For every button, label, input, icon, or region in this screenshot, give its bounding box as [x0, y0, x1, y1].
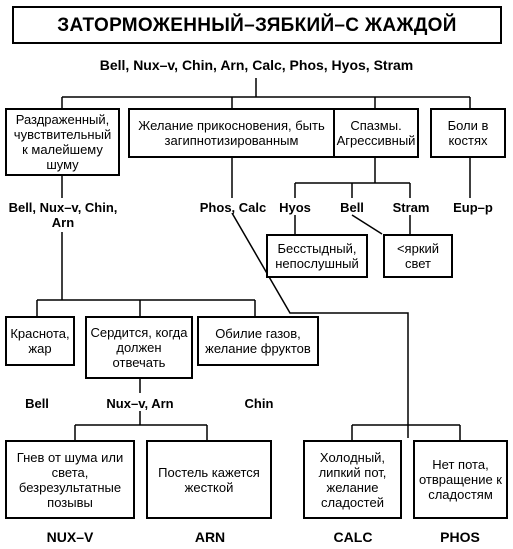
box-no-sweat: Нет пота, отвращение к сладостям [413, 440, 508, 519]
title-box: ЗАТОРМОЖЕННЫЙ–ЗЯБКИЙ–С ЖАЖДОЙ [12, 6, 502, 44]
label-eup-p: Eup–p [453, 200, 493, 215]
box-angry-answer: Сердится, когда должен отвечать [85, 316, 193, 379]
box-bright-light: <яркий свет [383, 234, 453, 278]
label-phos-final: PHOS [440, 529, 480, 545]
box-bed-hard: Постель кажется жесткой [146, 440, 272, 519]
box-cold-sweat: Холодный, липкий пот, желание сладостей [303, 440, 402, 519]
label-arn-final: ARN [194, 529, 226, 545]
box-shameless: Бесстыдный, непослушный [266, 234, 368, 278]
label-bell-spasm: Bell [340, 200, 364, 215]
box-gas-fruit: Обилие газов, желание фруктов [197, 316, 319, 366]
box-desire-touch: Желание прикосновения, быть загипнотизир… [128, 108, 335, 158]
label-bell-nux-chin-arn: Bell, Nux–v, Chin, Arn [8, 200, 118, 230]
box-anger-noise: Гнев от шума или света, безрезультатные … [5, 440, 135, 519]
label-nux-arn: Nux–v, Arn [106, 396, 174, 411]
box-spasms: Спазмы. Агрессивный [333, 108, 419, 158]
box-irritable-noise: Раздраженный, чувствительный к малейшему… [5, 108, 120, 176]
box-bone-pain: Боли в костях [430, 108, 506, 158]
diagram-title: ЗАТОРМОЖЕННЫЙ–ЗЯБКИЙ–С ЖАЖДОЙ [57, 14, 457, 36]
label-stram: Stram [392, 200, 430, 215]
label-hyos: Hyos [279, 200, 311, 215]
label-calc-final: CALC [333, 529, 373, 545]
label-bell-lower: Bell [25, 396, 49, 411]
label-phos-calc: Phos, Calc [199, 200, 267, 215]
label-chin: Chin [244, 396, 274, 411]
main-remedies-label: Bell, Nux–v, Chin, Arn, Calc, Phos, Hyos… [99, 57, 414, 73]
box-redness-heat: Краснота, жар [5, 316, 75, 366]
label-nux-v-final: NUX–V [46, 529, 94, 545]
